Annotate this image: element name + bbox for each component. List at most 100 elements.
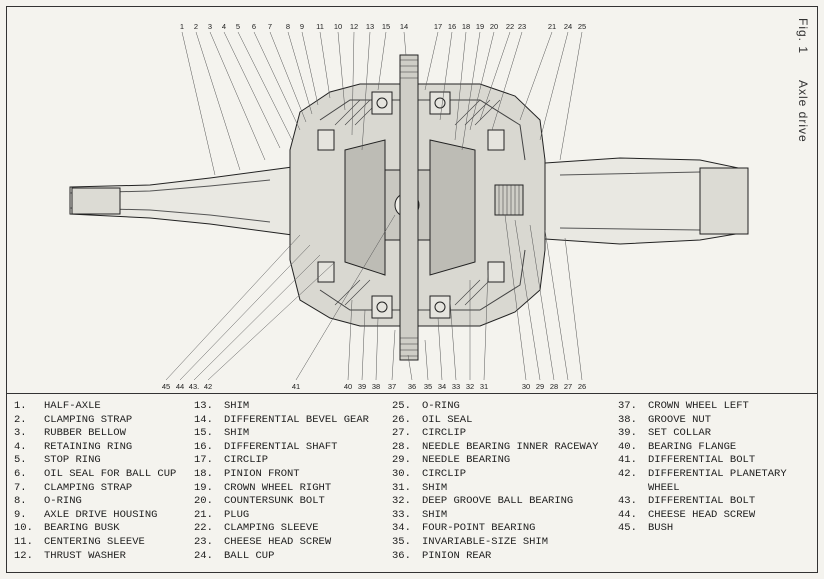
legend-item-number: 45. xyxy=(618,522,637,535)
legend-item-label: CIRCLIP xyxy=(422,427,467,440)
legend-item-number: 16. xyxy=(194,440,213,453)
legend-item: 20.COUNTERSUNK BOLT xyxy=(194,495,369,509)
callout-number: 26 xyxy=(578,382,586,391)
legend-item: 30.CIRCLIP xyxy=(392,468,598,482)
callout-number: 12 xyxy=(350,22,358,31)
legend-item-number: 32. xyxy=(392,495,411,508)
legend-item: 23.CHEESE HEAD SCREW xyxy=(194,536,369,550)
callout-number: 18 xyxy=(462,22,470,31)
legend-item-number: 25. xyxy=(392,400,411,412)
legend-item-label: DIFFERENTIAL BOLT xyxy=(648,495,756,508)
callout-number: 15 xyxy=(382,22,390,31)
legend-item-label: PINION FRONT xyxy=(224,467,300,480)
callout-number: 39 xyxy=(358,382,366,391)
callout-number: 43. xyxy=(189,382,199,391)
figure-title-block: Fig. 1 Axle drive xyxy=(770,18,810,218)
legend-item-number: 12. xyxy=(14,549,33,562)
bearing-top-left xyxy=(371,91,393,115)
right-axle-end xyxy=(699,167,749,235)
legend-item-label: AXLE DRIVE HOUSING xyxy=(44,508,158,521)
legend-item: 38. GROOVE NUT xyxy=(618,414,787,428)
legend-item-number: 1. xyxy=(14,400,27,412)
legend-item-number: 3. xyxy=(14,427,27,440)
legend-item-label: FOUR-POINT BEARING xyxy=(422,522,536,535)
callout-number: 9 xyxy=(300,22,304,31)
legend-item-number: 35. xyxy=(392,535,411,548)
legend-item-number: 21. xyxy=(194,508,213,521)
legend-item: 15.SHIM xyxy=(194,427,369,441)
legend-item: 13.SHIM xyxy=(194,400,369,414)
legend-item-number: 4. xyxy=(14,440,27,453)
legend-item-label: OIL SEAL FOR BALL CUP xyxy=(44,467,177,480)
legend-item-label: CHEESE HEAD SCREW xyxy=(224,535,332,548)
legend-item: 22.CLAMPING SLEEVE xyxy=(194,522,369,536)
legend-item-label: CIRCLIP xyxy=(224,454,269,467)
legend-item-number: 6. xyxy=(14,467,27,480)
legend-item-number: 28. xyxy=(392,440,411,453)
legend-item-label: CLAMPING STRAP xyxy=(44,481,133,494)
legend-item: 31.SHIM xyxy=(392,482,598,496)
callout-number: 30 xyxy=(522,382,530,391)
figure-label: Fig. 1 xyxy=(796,18,810,55)
legend-item-number: 18. xyxy=(194,467,213,480)
legend-item-number: 22. xyxy=(194,522,213,535)
legend-item-label: GROOVE NUT xyxy=(648,413,712,426)
legend-item: 42.DIFFERENTIAL PLANETARY xyxy=(618,468,787,482)
legend-item-label: RUBBER BELLOW xyxy=(44,427,126,440)
legend-item-label: SHIM xyxy=(422,508,448,521)
legend-item-number: 31. xyxy=(392,481,411,494)
callout-number: 7 xyxy=(268,22,272,31)
legend-item-number: 26. xyxy=(392,413,411,426)
legend-item-number: 33. xyxy=(392,508,411,521)
legend-item-label: DIFFERENTIAL BOLT xyxy=(648,454,756,467)
legend-item: 37.CROWN WHEEL LEFT xyxy=(618,400,787,414)
legend-item-number: 42. xyxy=(618,467,637,480)
legend-item: 8.O-RING xyxy=(14,495,176,509)
legend-item-label: BEARING FLANGE xyxy=(648,440,737,453)
callout-number: 32 xyxy=(466,382,474,391)
legend-item-label: NEEDLE BEARING xyxy=(422,454,511,467)
crown-wheel-right xyxy=(429,139,476,276)
legend-item-label: COUNTERSUNK BOLT xyxy=(224,495,325,508)
legend-item-number: 39. xyxy=(618,427,637,440)
legend-item: 5.STOP RING xyxy=(14,454,176,468)
legend-item: 24.BALL CUP xyxy=(194,550,369,564)
legend-item: 27. CIRCLIP xyxy=(392,427,598,441)
legend-item-number: 38. xyxy=(618,413,637,426)
legend-item-label: SHIM xyxy=(224,427,250,440)
callout-number: 8 xyxy=(286,22,290,31)
legend-item: 18. PINION FRONT xyxy=(194,468,369,482)
callout-number: 24 xyxy=(564,22,572,31)
legend-item-label: BALL CUP xyxy=(224,549,275,562)
legend-item: 40.BEARING FLANGE xyxy=(618,441,787,455)
legend-item-number: 27. xyxy=(392,427,411,440)
bearing-bottom-left xyxy=(371,295,393,319)
legend-item-number: 34. xyxy=(392,522,411,535)
legend-item: 11. CENTERING SLEEVE xyxy=(14,536,176,550)
callout-number: 23 xyxy=(518,22,526,31)
callout-number: 34 xyxy=(438,382,446,391)
legend-item-number: 41. xyxy=(618,454,637,467)
legend-item: 14.DIFFERENTIAL BEVEL GEAR xyxy=(194,414,369,428)
legend-item: 4.RETAINING RING xyxy=(14,441,176,455)
callout-number: 35 xyxy=(424,382,432,391)
legend-item-label: DEEP GROOVE BALL BEARING xyxy=(422,495,574,508)
callout-number: 5 xyxy=(236,22,240,31)
legend-item: 10.BEARING BUSK xyxy=(14,522,176,536)
callout-number: 33 xyxy=(452,382,460,391)
legend-item-label: CLAMPING STRAP xyxy=(44,413,133,426)
pinion-shaft xyxy=(399,54,419,361)
legend-item-label: CENTERING SLEEVE xyxy=(44,535,145,548)
callout-number: 4 xyxy=(222,22,226,31)
legend-item-number: 10. xyxy=(14,522,33,535)
callout-number: 14 xyxy=(400,22,408,31)
legend-item-label: OIL SEAL xyxy=(422,413,473,426)
callout-number: 22 xyxy=(506,22,514,31)
legend-item-label: SHIM xyxy=(224,400,250,412)
legend-item: 29.NEEDLE BEARING xyxy=(392,454,598,468)
legend-item-label: O-RING xyxy=(422,400,460,412)
legend-item-label: DIFFERENTIAL BEVEL GEAR xyxy=(224,413,369,426)
legend-item-number: 11. xyxy=(14,535,33,548)
legend-item: WHEEL xyxy=(618,482,787,496)
